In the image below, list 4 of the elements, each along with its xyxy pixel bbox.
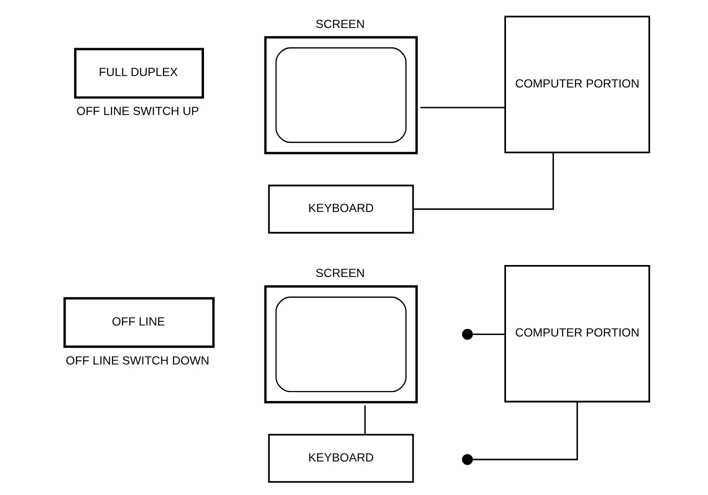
node-label: OFF LINE SWITCH UP — [76, 104, 200, 118]
node-label: OFF LINE SWITCH DOWN — [66, 353, 210, 368]
node-label: SCREEN — [316, 266, 365, 280]
node-label: SCREEN — [316, 16, 365, 31]
